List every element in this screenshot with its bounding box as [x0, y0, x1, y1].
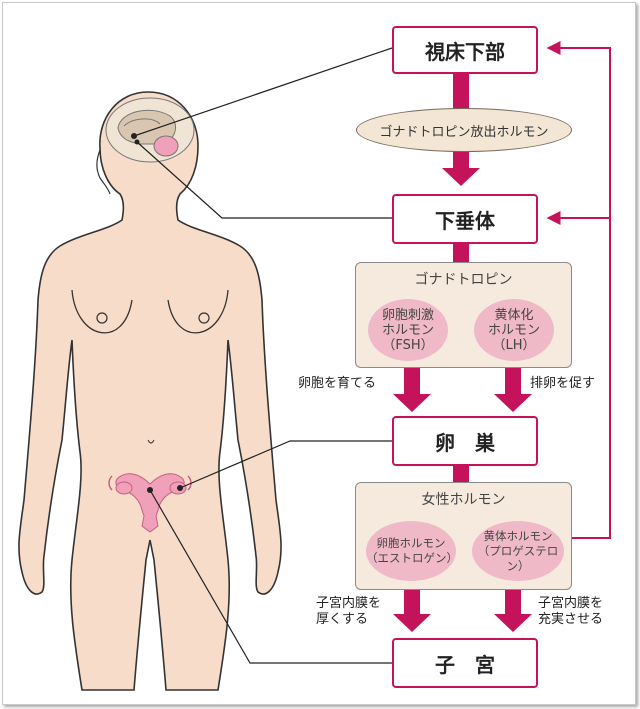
- left-breast: [71, 289, 133, 334]
- gonadotropin-panel: ゴナドトロピン 卵胞刺激 ホルモン （FSH） 黄体化 ホルモン （LH）: [355, 262, 572, 368]
- ovary-label: 卵 巣: [435, 430, 495, 455]
- right-breast: [167, 289, 229, 334]
- label-thicken-endometrium: 子宮内膜を 厚くする: [316, 596, 381, 628]
- ovary-box: 卵 巣: [392, 416, 538, 466]
- fsh-line-1: 卵胞刺激: [381, 307, 434, 323]
- enrich-line-2: 充実させる: [538, 612, 604, 627]
- gnrh-label: ゴナドトロピン放出ホルモン: [379, 124, 549, 140]
- progesterone-line-2: （プロゲステロン）: [477, 543, 559, 573]
- lh-badge: 黄体化 ホルモン （LH）: [474, 299, 554, 361]
- hypothalamus-label: 視床下部: [425, 39, 505, 64]
- thicken-line-2: 厚くする: [316, 612, 369, 627]
- uterus-illustration: [108, 473, 192, 533]
- leader-uterus: [149, 489, 392, 664]
- lh-line-3: （LH）: [492, 337, 536, 353]
- estrogen-line-2: （エストロゲン）: [366, 551, 458, 565]
- arrow-estrogen-to-uterus: [393, 590, 431, 632]
- female-hormone-title: 女性ホルモン: [421, 492, 506, 508]
- arrow-hypo-to-gnrh: [453, 74, 469, 116]
- leader-hypothalamus: [133, 47, 393, 137]
- flow-arrows: [393, 74, 532, 632]
- uterus-box: 子 宮: [392, 638, 538, 688]
- female-hormone-panel: 女性ホルモン 卵胞ホルモン （エストロゲン） 黄体ホルモン （プロゲステロン）: [355, 482, 572, 590]
- enrich-line-1: 子宮内膜を: [538, 596, 604, 611]
- pituitary-box: 下垂体: [392, 194, 538, 244]
- arrow-gnrh-to-pituitary: [442, 150, 480, 186]
- fsh-line-2: ホルモン: [381, 322, 434, 338]
- lh-line-1: 黄体化: [494, 307, 534, 323]
- cerebellum-shape: [153, 135, 179, 157]
- leader-ovary: [179, 440, 392, 489]
- pituitary-label: 下垂体: [435, 208, 495, 233]
- fsh-line-3: （FSH）: [382, 337, 434, 353]
- label-enrich-endometrium: 子宮内膜を 充実させる: [538, 596, 603, 628]
- arrow-ovary-to-hormone: [453, 466, 469, 482]
- feedback-arrows: [546, 41, 611, 539]
- thicken-line-1: 子宮内膜を: [316, 596, 382, 611]
- gnrh-oval: ゴナドトロピン放出ホルモン: [356, 108, 572, 152]
- navel: [147, 439, 155, 444]
- leader-pituitary: [136, 141, 392, 219]
- feedback-to-hypothalamus: [546, 41, 611, 539]
- left-nipple: [96, 312, 108, 324]
- gonadotropin-title: ゴナドトロピン: [414, 272, 513, 288]
- arrow-fsh-to-ovary: [393, 368, 431, 412]
- uterus-label: 子 宮: [435, 652, 495, 677]
- arrow-lh-to-ovary: [494, 368, 532, 412]
- body-outline: [18, 91, 282, 691]
- lh-line-2: ホルモン: [487, 322, 540, 338]
- hypothalamus-box: 視床下部: [392, 26, 538, 74]
- progesterone-badge: 黄体ホルモン （プロゲステロン）: [472, 521, 564, 581]
- arrow-progesterone-to-uterus: [494, 590, 532, 632]
- label-ovulation: 排卵を促す: [530, 376, 596, 391]
- estrogen-line-1: 卵胞ホルモン: [376, 536, 446, 550]
- arrow-pituitary-to-gonadotropin: [453, 244, 469, 264]
- label-grow-follicle: 卵胞を育てる: [298, 376, 377, 391]
- female-body-illustration: [18, 91, 282, 691]
- fsh-badge: 卵胞刺激 ホルモン （FSH）: [368, 299, 448, 361]
- leader-lines: [133, 47, 393, 664]
- right-nipple: [198, 312, 210, 324]
- progesterone-line-1: 黄体ホルモン: [483, 528, 553, 543]
- face-profile: [96, 149, 111, 195]
- estrogen-badge: 卵胞ホルモン （エストロゲン）: [366, 521, 458, 581]
